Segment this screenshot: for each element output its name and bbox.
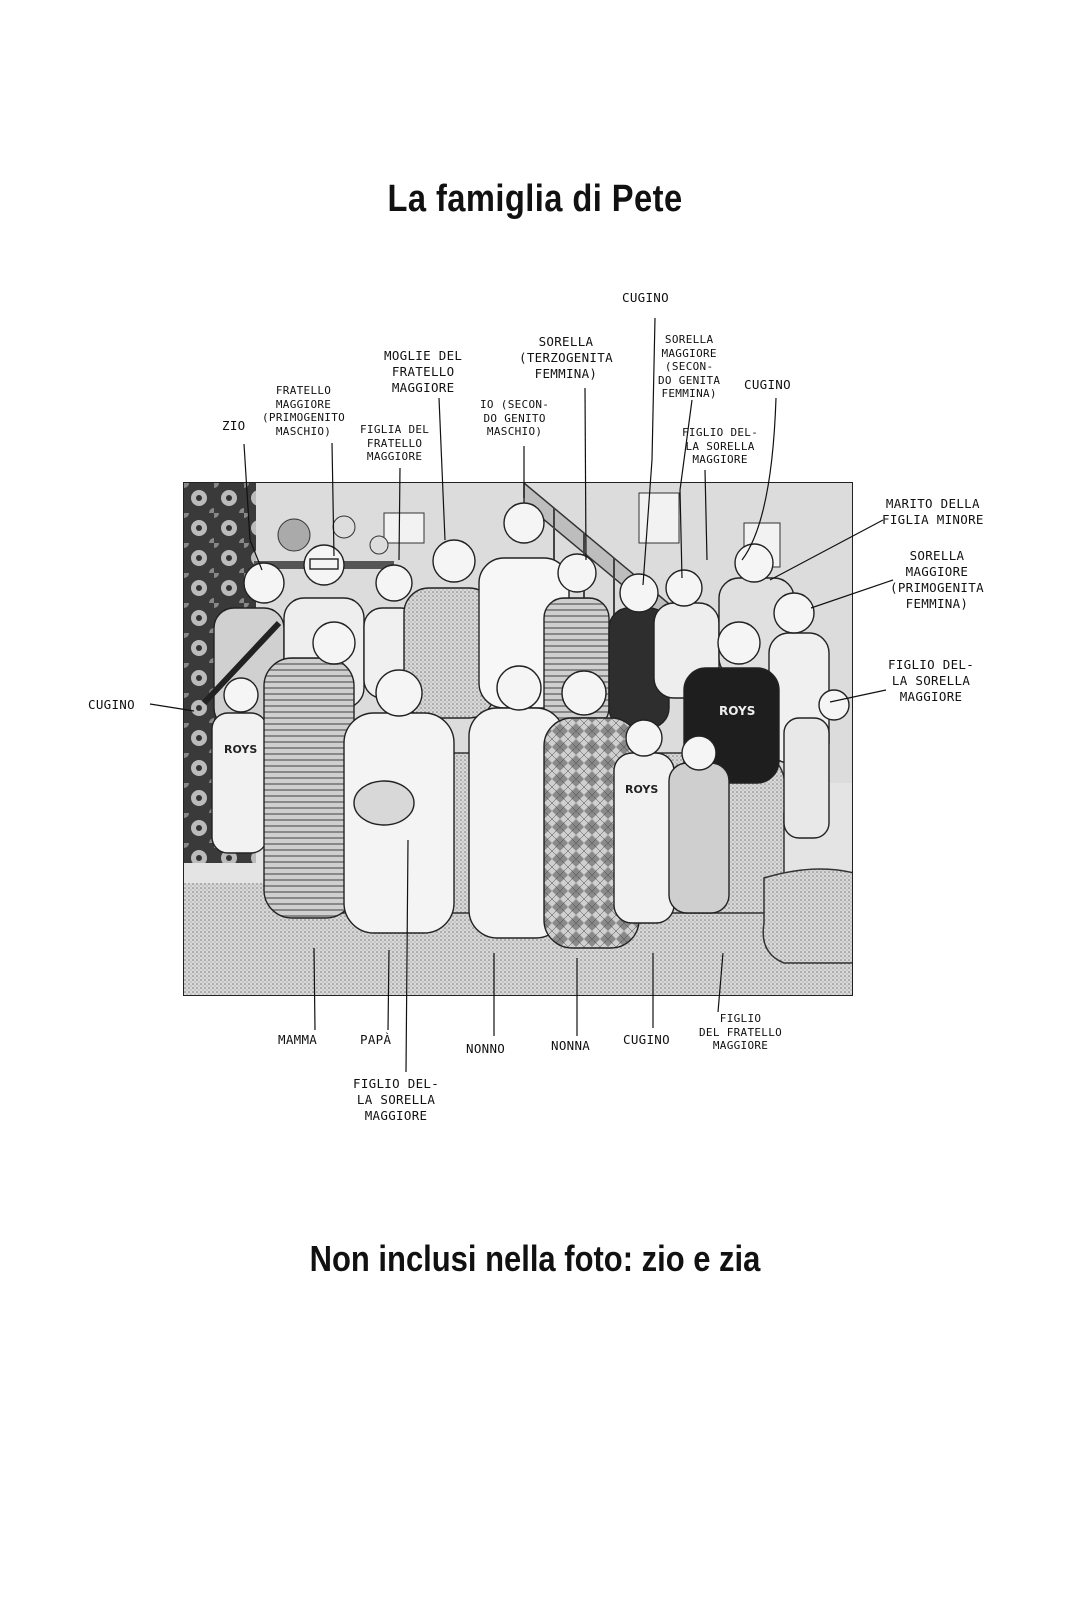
label-sorella-secondogenita: SORELLA MAGGIORE (SECON- DO GENITA FEMMI… [658,333,721,400]
label-io: IO (SECON- DO GENITO MASCHIO) [480,398,550,438]
label-cugino-left: CUGINO [88,697,135,712]
label-nonno: NONNO [466,1041,506,1056]
jersey-text-center: ROYS [625,783,658,796]
label-figlio-sorella-right: FIGLIO DEL- LA SORELLA MAGGIORE [888,657,975,704]
label-cugino-top: CUGINO [622,290,669,305]
page-title: La famiglia di Pete [387,178,683,220]
label-fratello-maggiore: FRATELLO MAGGIORE (PRIMOGENITO MASCHIO) [262,384,346,438]
label-figlio-sorella-top: FIGLIO DEL- LA SORELLA MAGGIORE [682,426,759,466]
label-zio: ZIO [222,418,246,433]
family-photo-drawing: ROYS ROYS ROYS [184,483,852,995]
label-figlio-sorella-bottom: FIGLIO DEL- LA SORELLA MAGGIORE [353,1076,440,1123]
label-sorella-primogenita: SORELLA MAGGIORE (PRIMOGENITA FEMMINA) [890,548,984,611]
footer-note: Non inclusi nella foto: zio e zia [309,1238,761,1279]
label-nonna: NONNA [551,1038,591,1053]
label-cugino-bottom: CUGINO [623,1032,670,1047]
label-moglie-fratello: MOGLIE DEL FRATELLO MAGGIORE [384,348,463,395]
jersey-text-hoodie: ROYS [719,704,755,718]
label-papa: PAPÀ [360,1032,392,1047]
family-photo: ROYS ROYS ROYS [183,482,853,996]
label-cugino-right: CUGINO [744,377,791,392]
label-mamma: MAMMA [278,1032,318,1047]
label-figlio-fratello: FIGLIO DEL FRATELLO MAGGIORE [699,1012,783,1052]
label-marito-figlia-minore: MARITO DELLA FIGLIA MINORE [882,496,984,527]
jersey-text-left: ROYS [224,743,257,756]
label-sorella-terzogenita: SORELLA (TERZOGENITA FEMMINA) [519,334,613,381]
label-figlia-fratello: FIGLIA DEL FRATELLO MAGGIORE [360,423,430,463]
